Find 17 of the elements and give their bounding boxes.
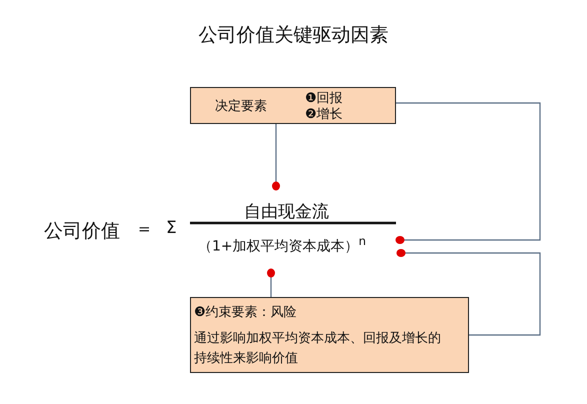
box-heading: 决定要素 xyxy=(215,98,267,116)
denominator-text: （1+加权平均资本成本）$^{n}$ xyxy=(198,233,366,257)
box-text: ❶回报 xyxy=(305,90,343,107)
constraint-box xyxy=(190,297,469,373)
numerator-text: 自由现金流 xyxy=(244,201,329,224)
box-text: ❷增长 xyxy=(305,106,343,124)
connector-line xyxy=(396,249,541,336)
sigma-sign: Σ xyxy=(166,218,177,238)
factor-box xyxy=(190,87,396,124)
formula-label: 公司价值 xyxy=(44,219,120,244)
equals-sign: = xyxy=(138,220,151,238)
box-text: 通过影响加权平均资本成本、回报及增长的持续性来影响价值 xyxy=(194,330,442,368)
connector-line xyxy=(267,268,275,297)
connector-line xyxy=(272,124,280,190)
box-heading: ❸约束要素：风险 xyxy=(194,304,297,322)
connector-line xyxy=(396,102,541,244)
diagram-title: 公司价值关键驱动因素 xyxy=(198,23,390,48)
